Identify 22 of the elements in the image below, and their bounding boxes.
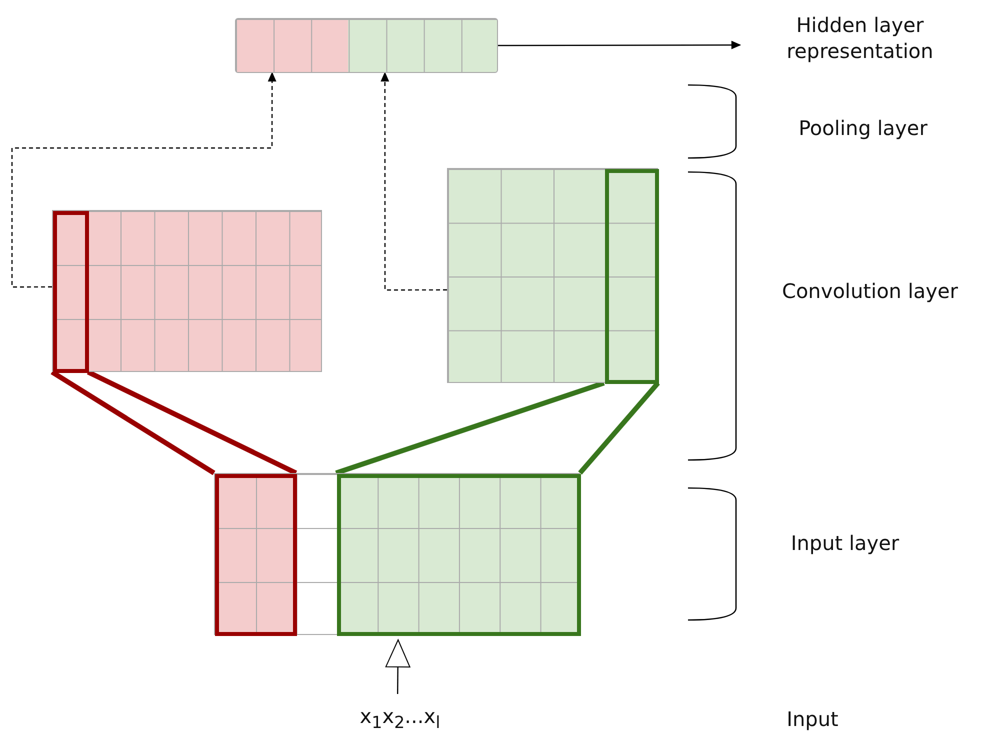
- input-matrix: [214, 473, 580, 635]
- arrow: [498, 41, 740, 50]
- input-layer-label: Input layer: [790, 530, 900, 556]
- hidden-vector: [235, 18, 498, 73]
- connector-line: [50, 370, 216, 476]
- pooling-layer-label: Pooling layer: [798, 115, 928, 141]
- feature-column: [605, 169, 659, 384]
- filter-window: [337, 474, 581, 636]
- feature-map: [52, 210, 322, 372]
- connector-line: [335, 380, 605, 476]
- connector-line: [578, 381, 660, 475]
- input-sequence-label: x$_{1}$x$_{2}$...x$_{l}$: [340, 703, 460, 733]
- arrow: [380, 72, 447, 291]
- arrow: [11, 72, 276, 288]
- feature-column: [53, 211, 89, 373]
- convolution-layer-label: Convolution layer: [780, 278, 960, 304]
- feature-map: [447, 168, 658, 383]
- arrow: [385, 639, 410, 694]
- input-label: Input: [786, 706, 840, 732]
- layer-label: Hidden layer representation: [745, 12, 975, 78]
- connector-line: [86, 370, 298, 476]
- filter-window: [215, 474, 297, 636]
